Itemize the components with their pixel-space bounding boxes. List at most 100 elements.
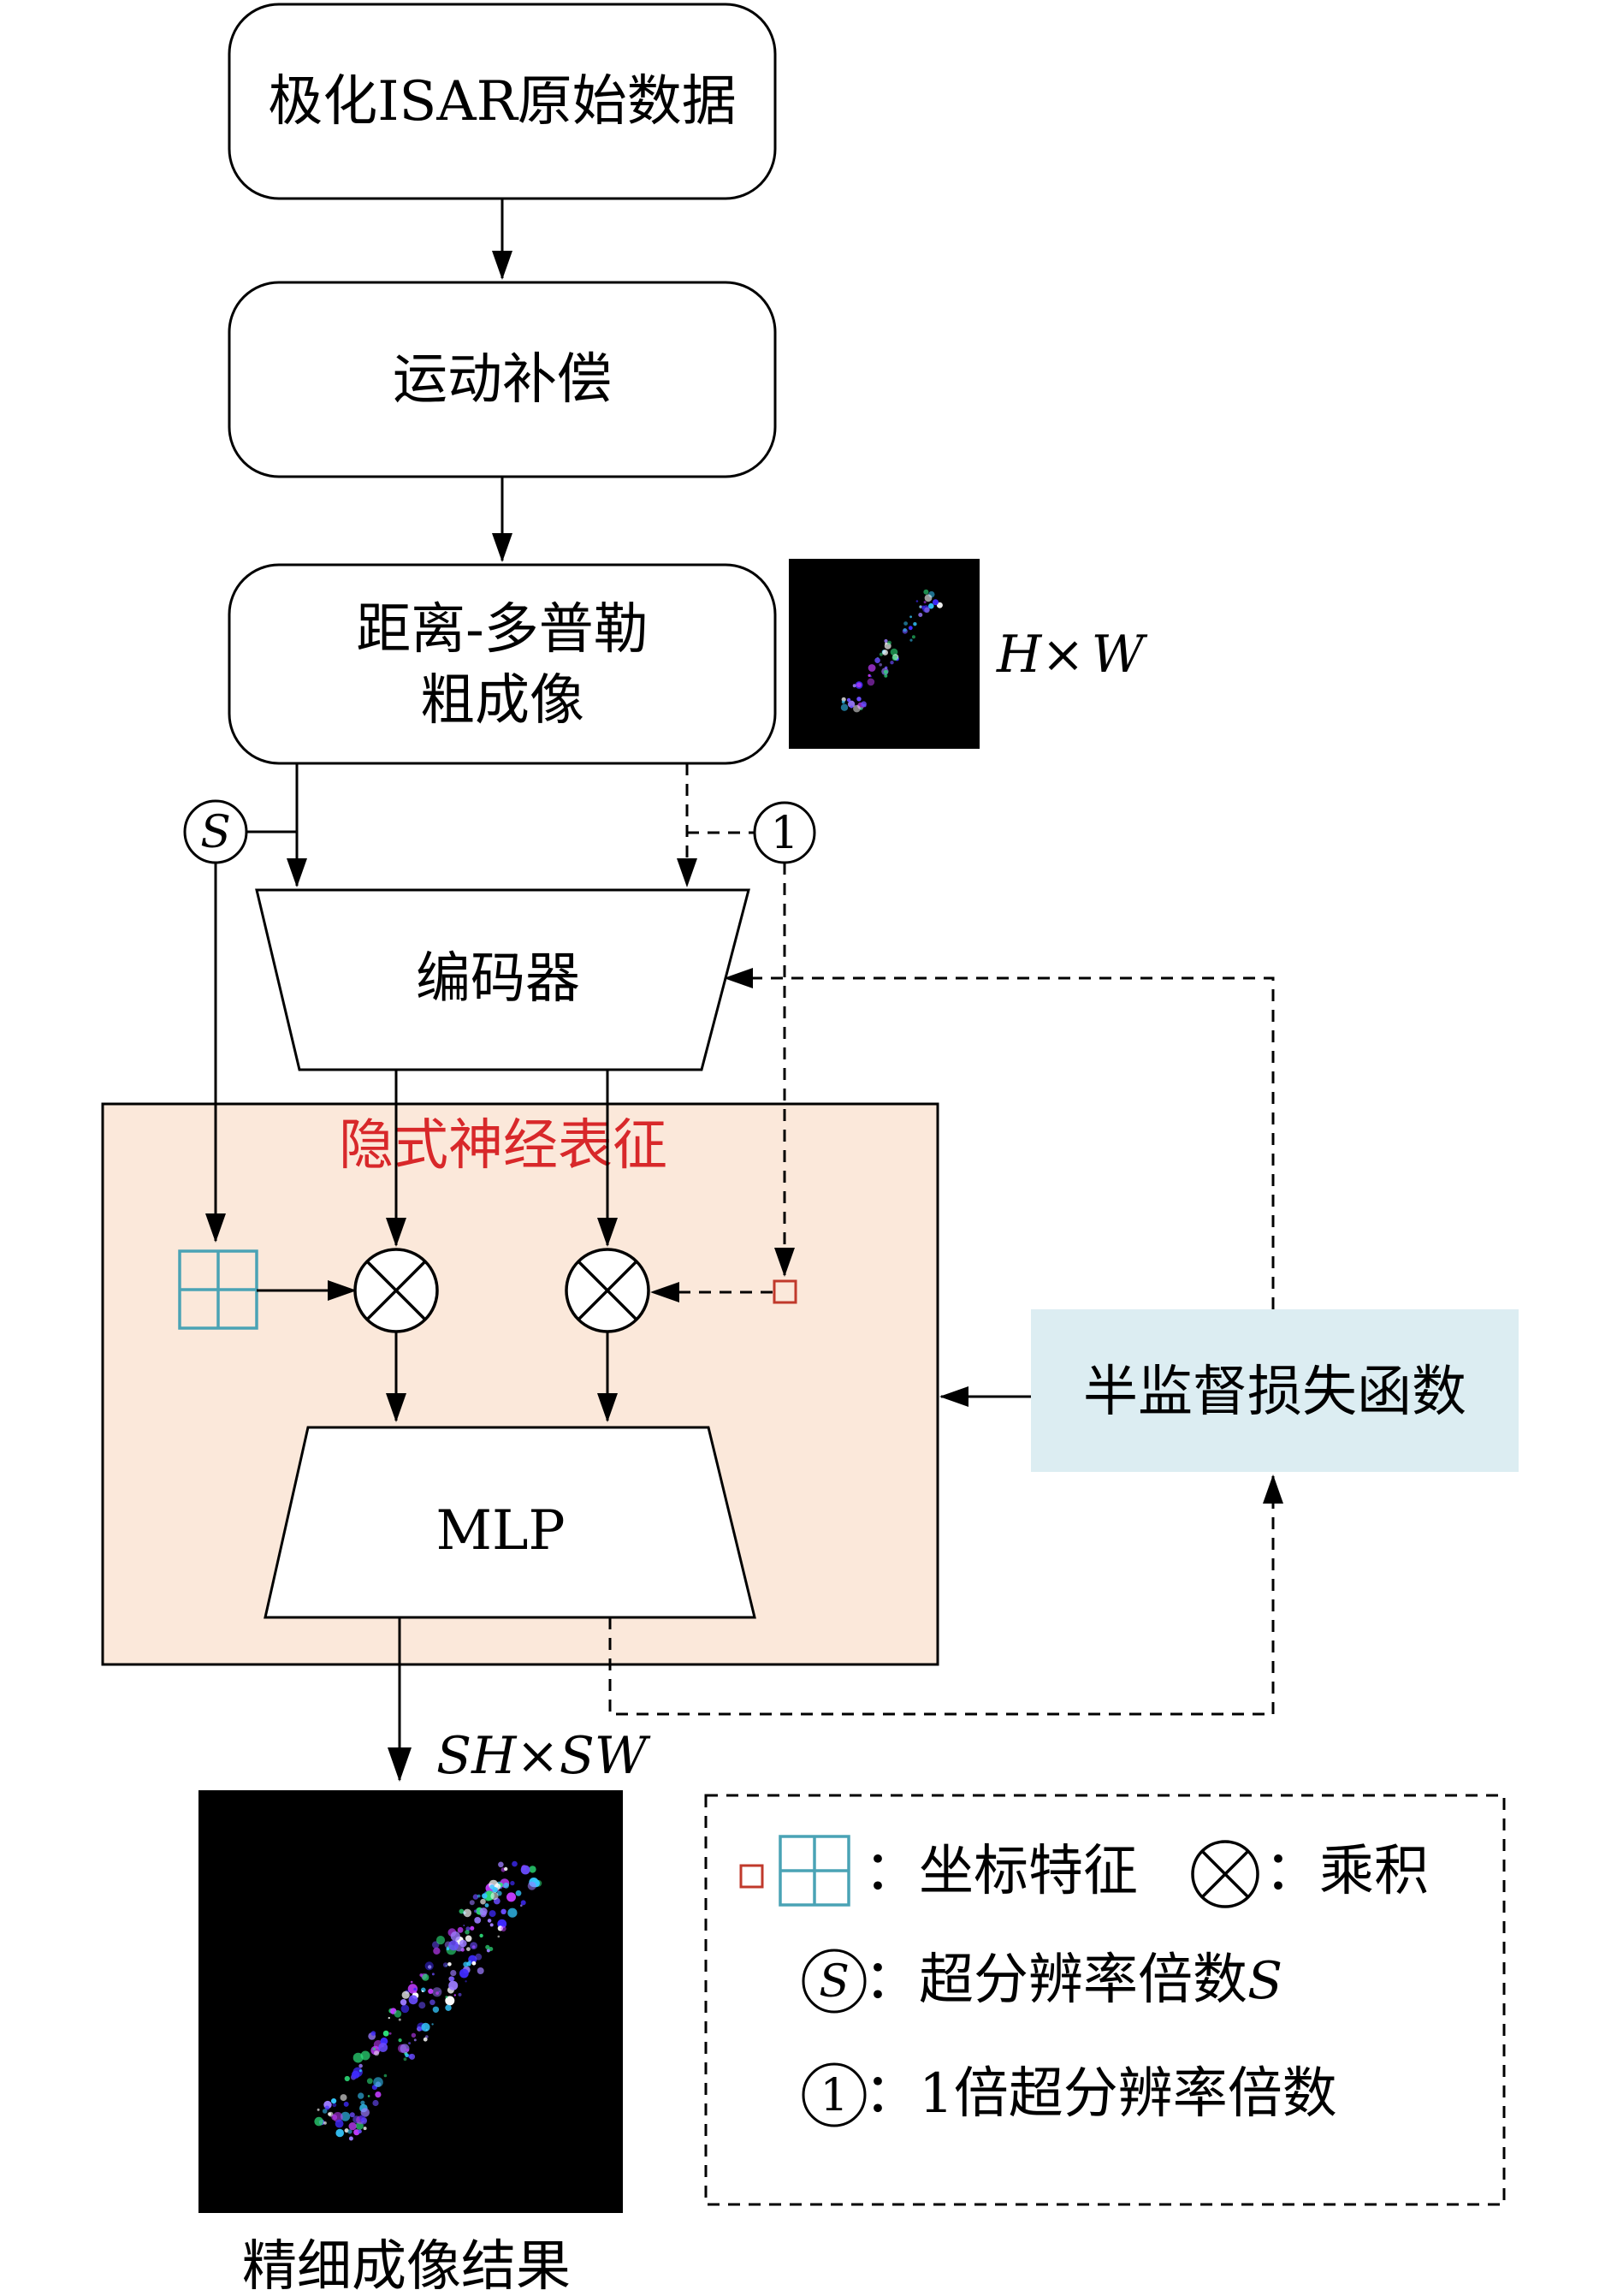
image-speckle (500, 1887, 502, 1890)
image-speckle (840, 703, 849, 711)
image-speckle (458, 1992, 462, 1996)
image-speckle (846, 697, 851, 703)
image-speckle (479, 1907, 488, 1916)
image-speckle (400, 1999, 407, 2006)
image-speckle (489, 1910, 496, 1918)
image-speckle (424, 1961, 434, 1971)
image-speckle (453, 1994, 456, 1996)
image-speckle (413, 1990, 417, 1994)
image-speckle (378, 2043, 388, 2052)
image-speckle (372, 2047, 376, 2050)
image-speckle (401, 1990, 410, 1999)
image-speckle (885, 642, 887, 645)
image-speckle (919, 605, 921, 608)
image-speckle (340, 2094, 347, 2102)
image-speckle (480, 1898, 486, 1905)
image-speckle (520, 1904, 523, 1907)
image-speckle (398, 2018, 401, 2021)
loss-label: 半监督损失函数 (1083, 1361, 1466, 1424)
image-speckle (314, 2116, 324, 2127)
image-speckle (373, 2077, 383, 2087)
image-speckle (428, 1988, 434, 1994)
legend-scale-text: ：超分辨率倍数S (864, 1949, 1282, 2012)
image-speckle (862, 703, 867, 708)
image-speckle (459, 1908, 465, 1914)
image-speckle (474, 1909, 477, 1913)
fine-dimension-label: SH×SW (436, 1726, 651, 1786)
image-speckle (352, 2052, 364, 2063)
legend-box (704, 1794, 1506, 2206)
image-speckle (924, 607, 930, 614)
coarse-imaging-box (228, 563, 777, 765)
image-speckle (367, 2095, 370, 2097)
legend-unit-text: ：1倍超分辨率倍数 (864, 2062, 1337, 2126)
legend-product-text: ：乘积 (1265, 1840, 1429, 1903)
image-speckle (331, 2114, 338, 2121)
image-speckle (891, 655, 898, 662)
image-speckle (510, 1880, 515, 1886)
image-speckle (506, 1892, 516, 1902)
image-speckle (409, 2053, 416, 2060)
image-speckle (470, 1925, 475, 1931)
image-speckle (515, 1890, 522, 1896)
image-speckle (351, 2070, 360, 2079)
image-speckle (358, 2129, 362, 2133)
image-speckle (398, 2038, 402, 2043)
coarse-imaging-label-2: 粗成像 (420, 669, 584, 733)
image-speckle (847, 700, 856, 708)
image-speckle (335, 2128, 345, 2138)
image-speckle (924, 594, 933, 602)
image-speckle (487, 1919, 492, 1923)
image-speckle (413, 1987, 418, 1991)
image-speckle (841, 700, 845, 704)
image-speckle (489, 1947, 494, 1951)
image-speckle (335, 2119, 344, 2128)
image-speckle (466, 1947, 471, 1952)
image-speckle (431, 1973, 435, 1976)
image-speckle (928, 602, 934, 609)
image-speckle (410, 1980, 413, 1984)
image-speckle (360, 2108, 370, 2117)
image-speckle (527, 1881, 536, 1890)
loss-to-encoder-feedback (724, 968, 1275, 1309)
image-speckle (459, 1939, 467, 1948)
image-speckle (921, 605, 926, 610)
image-speckle (435, 1991, 439, 1996)
image-speckle (853, 704, 861, 713)
image-speckle (503, 1882, 509, 1889)
image-speckle (520, 1865, 530, 1875)
image-speckle (474, 1917, 482, 1924)
image-speckle (868, 673, 871, 678)
legend-scale-circle (802, 1949, 867, 2014)
image-speckle (890, 648, 898, 656)
image-speckle (879, 663, 882, 667)
legend-scale-letter: S (819, 1956, 850, 2008)
image-speckle (322, 2109, 328, 2114)
image-speckle (445, 2004, 452, 2011)
image-speckle (909, 615, 912, 619)
image-speckle (422, 1973, 429, 1981)
image-speckle (382, 2030, 389, 2037)
image-speckle (479, 1933, 483, 1938)
legend-unit-circle (802, 2062, 867, 2127)
image-speckle (347, 2129, 352, 2134)
image-speckle (507, 1907, 518, 1918)
image-speckle (408, 2042, 412, 2045)
image-speckle (472, 1894, 479, 1900)
encoder-block (255, 888, 750, 1071)
image-speckle (388, 2016, 390, 2020)
image-speckle (908, 626, 913, 631)
image-speckle (850, 705, 853, 709)
legend-square-icon (739, 1864, 764, 1889)
coarse-imaging-label-1: 距离-多普勒 (356, 598, 649, 662)
image-speckle (500, 1908, 506, 1914)
image-speckle (490, 1891, 499, 1901)
fine-image (198, 1790, 623, 2213)
image-speckle (469, 1900, 475, 1906)
image-speckle (446, 1947, 450, 1950)
loss-box (1031, 1309, 1519, 1472)
image-speckle (343, 2101, 349, 2107)
legend-grid-icon (779, 1835, 850, 1907)
image-speckle (449, 1976, 455, 1982)
image-speckle (341, 2111, 351, 2121)
